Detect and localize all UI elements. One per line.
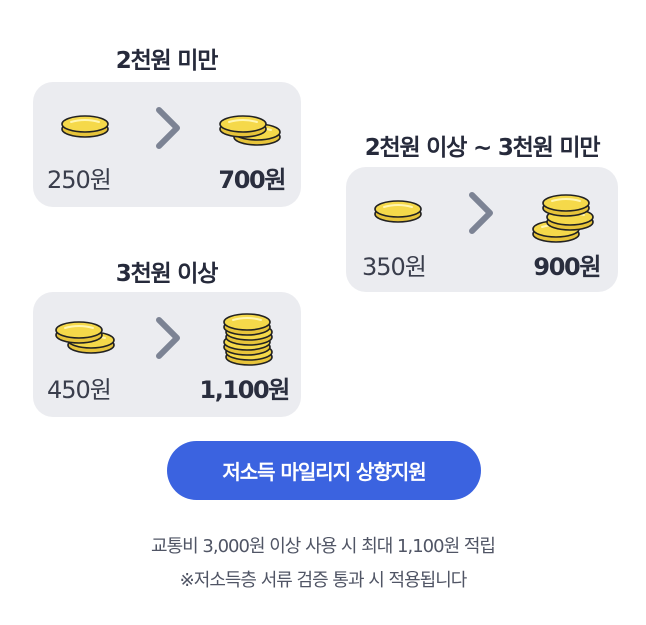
chevron-right-icon bbox=[156, 107, 180, 149]
tier-title: 2천원 이상 ~ 3천원 미만 bbox=[364, 135, 601, 161]
info-note: 교통비 3,000원 이상 사용 시 최대 1,100원 적립 bbox=[151, 536, 496, 557]
coin-icon bbox=[374, 200, 422, 223]
tier-card-under-2000: 250원 700원 bbox=[33, 82, 301, 207]
base-price: 450원 bbox=[47, 376, 112, 404]
tier-title: 2천원 미만 bbox=[115, 48, 219, 74]
bonus-price: 700원 bbox=[218, 166, 286, 194]
coin-stack-icon bbox=[532, 194, 594, 243]
coin-stack-icon bbox=[223, 313, 273, 366]
chevron-right-icon bbox=[469, 192, 493, 234]
coin-stack-icon bbox=[219, 115, 281, 146]
base-price: 250원 bbox=[47, 166, 112, 194]
tier-card-2000-to-3000: 350원 900원 bbox=[346, 167, 618, 292]
bonus-price: 1,100원 bbox=[199, 376, 290, 404]
low-income-mileage-support-button[interactable]: 저소득 마일리지 상향지원 bbox=[167, 441, 481, 500]
chevron-right-icon bbox=[156, 317, 180, 359]
coin-icon bbox=[61, 115, 109, 138]
tier-card-over-3000: 450원 1,100원 bbox=[33, 292, 301, 417]
tier-title: 3천원 이상 bbox=[115, 261, 219, 287]
bonus-price: 900원 bbox=[533, 253, 601, 281]
disclaimer-note: ※저소득층 서류 검증 통과 시 적용됩니다 bbox=[179, 570, 468, 591]
coin-stack-icon bbox=[55, 321, 115, 354]
base-price: 350원 bbox=[362, 253, 427, 281]
